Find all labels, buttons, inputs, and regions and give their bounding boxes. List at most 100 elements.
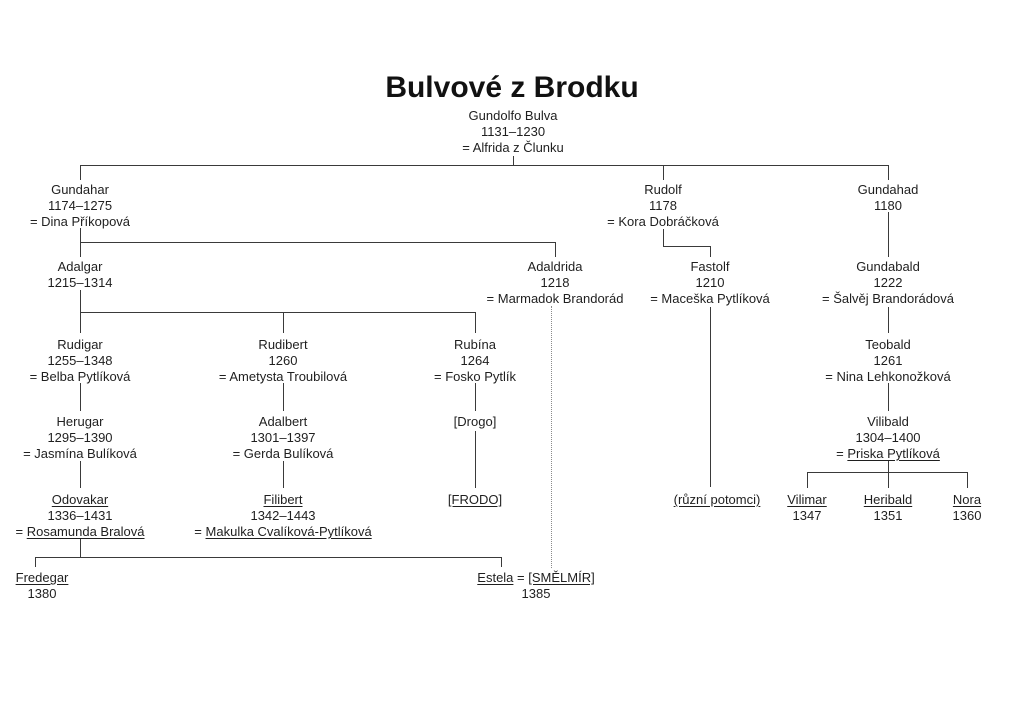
person-name: [FRODO]	[447, 492, 503, 507]
person-spouse: = Ametysta Troubilová	[218, 369, 348, 384]
connector	[475, 312, 476, 333]
person-name: [Drogo]	[453, 414, 497, 429]
person-dates: 1380	[27, 586, 57, 601]
person-spouse: = Rosamunda Bralová	[15, 524, 145, 539]
person-dates: 1264	[460, 353, 490, 368]
person-name: Estela = [SMĚLMÍR]	[477, 570, 595, 585]
person-heribald: Heribald 1351	[864, 492, 912, 524]
person-rudolf: Rudolf 1178 = Kora Dobráčková	[607, 182, 719, 230]
connector	[283, 383, 284, 411]
connector	[80, 312, 476, 313]
person-filibert: Filibert 1342–1443 = Makulka Cvalíková-P…	[194, 492, 371, 540]
person-spouse: = Alfrida z Člunku	[462, 140, 564, 155]
person-dates: 1295–1390	[47, 430, 113, 445]
person-name: Filibert	[263, 492, 303, 507]
person-dates: 1385	[521, 586, 551, 601]
connector	[80, 290, 81, 333]
person-name: Vilimar	[787, 492, 827, 507]
connector	[80, 383, 81, 411]
person-spouse: = Gerda Bulíková	[232, 446, 334, 461]
person-dates: 1222	[873, 275, 903, 290]
person-spouse: = Kora Dobráčková	[607, 214, 719, 229]
person-name: Rubína	[454, 337, 496, 352]
person-dates: 1174–1275	[47, 198, 113, 213]
person-estela: Estela = [SMĚLMÍR] 1385	[477, 570, 594, 602]
connector	[501, 557, 502, 567]
connector	[80, 165, 81, 180]
person-name: Rudigar	[57, 337, 103, 352]
person-dates: 1210	[695, 275, 725, 290]
person-rudibert: Rudibert 1260 = Ametysta Troubilová	[219, 337, 347, 385]
person-name: Adalbert	[258, 414, 308, 429]
person-name: Gundahar	[51, 182, 109, 197]
connector	[80, 461, 81, 488]
connector	[663, 246, 711, 247]
person-dates: 1301–1397	[250, 430, 316, 445]
person-odovakar: Odovakar 1336–1431 = Rosamunda Bralová	[15, 492, 144, 540]
person-rudigar: Rudigar 1255–1348 = Belba Pytlíková	[30, 337, 131, 385]
person-dates: 1131–1230	[480, 124, 546, 139]
person-dates: 1351	[873, 508, 903, 523]
person-spouse: = Priska Pytlíková	[836, 446, 940, 461]
person-name: Vilibald	[867, 414, 909, 429]
connector	[80, 539, 81, 557]
person-fastolf: Fastolf 1210 = Maceška Pytlíková	[650, 259, 770, 307]
person-gundahad: Gundahad 1180	[858, 182, 919, 214]
person-spouse: = Dina Příkopová	[29, 214, 131, 229]
connector	[888, 165, 889, 180]
person-name: Herugar	[56, 414, 104, 429]
connector	[513, 156, 514, 165]
person-spouse: = Jasmína Bulíková	[23, 446, 137, 461]
connector	[888, 461, 889, 472]
person-adaldrida: Adaldrida 1218 = Marmadok Brandorád	[487, 259, 624, 307]
person-gundolfo: Gundolfo Bulva 1131–1230 = Alfrida z Člu…	[462, 108, 564, 156]
person-dates: 1336–1431	[47, 508, 113, 523]
person-adalgar: Adalgar 1215–1314	[47, 259, 112, 291]
person-dates: 1255–1348	[47, 353, 113, 368]
connector	[888, 212, 889, 257]
person-dates: 1261	[873, 353, 903, 368]
person-spouse: = Maceška Pytlíková	[650, 291, 770, 306]
person-dates: 1347	[792, 508, 822, 523]
person-spouse: = Makulka Cvalíková-Pytlíková	[194, 524, 372, 539]
page-title: Bulvové z Brodku	[385, 71, 639, 104]
person-name: Gundahad	[857, 182, 919, 197]
connector	[710, 246, 711, 257]
person-drogo: [Drogo]	[454, 414, 497, 430]
connector	[475, 383, 476, 411]
person-name: Heribald	[863, 492, 913, 507]
person-herugar: Herugar 1295–1390 = Jasmína Bulíková	[23, 414, 137, 462]
person-frodo: [FRODO]	[448, 492, 502, 508]
connector	[710, 307, 711, 487]
person-nora: Nora 1360	[953, 492, 982, 524]
person-dates: 1342–1443	[250, 508, 316, 523]
person-spouse: = Šalvěj Brandorádová	[822, 291, 954, 306]
person-spouse: = Nina Lehkonožková	[825, 369, 951, 384]
connector	[888, 383, 889, 411]
person-dates: 1218	[540, 275, 570, 290]
person-husband: [SMĚLMÍR]	[528, 570, 595, 585]
connector	[807, 472, 968, 473]
person-dates: 1178	[649, 198, 677, 213]
connector	[283, 312, 284, 333]
connector	[807, 472, 808, 488]
person-adalbert: Adalbert 1301–1397 = Gerda Bulíková	[233, 414, 334, 462]
person-dates: 1180	[874, 198, 902, 213]
person-vilibald: Vilibald 1304–1400 = Priska Pytlíková	[836, 414, 940, 462]
person-vilimar: Vilimar 1347	[787, 492, 827, 524]
person-name: Fastolf	[690, 259, 730, 274]
connector	[80, 242, 556, 243]
person-name: Rudolf	[644, 182, 682, 197]
person-teobald: Teobald 1261 = Nina Lehkonožková	[825, 337, 950, 385]
person-spouse: = Belba Pytlíková	[29, 369, 131, 384]
connector	[663, 229, 664, 247]
person-name: Adalgar	[57, 259, 103, 274]
connector	[283, 461, 284, 488]
person-name: Nora	[952, 492, 982, 507]
person-spouse: = Marmadok Brandorád	[486, 291, 624, 306]
person-name: Gundabald	[856, 259, 920, 274]
person-name: Rudibert	[258, 337, 308, 352]
connector	[35, 557, 36, 567]
connector	[555, 242, 556, 257]
